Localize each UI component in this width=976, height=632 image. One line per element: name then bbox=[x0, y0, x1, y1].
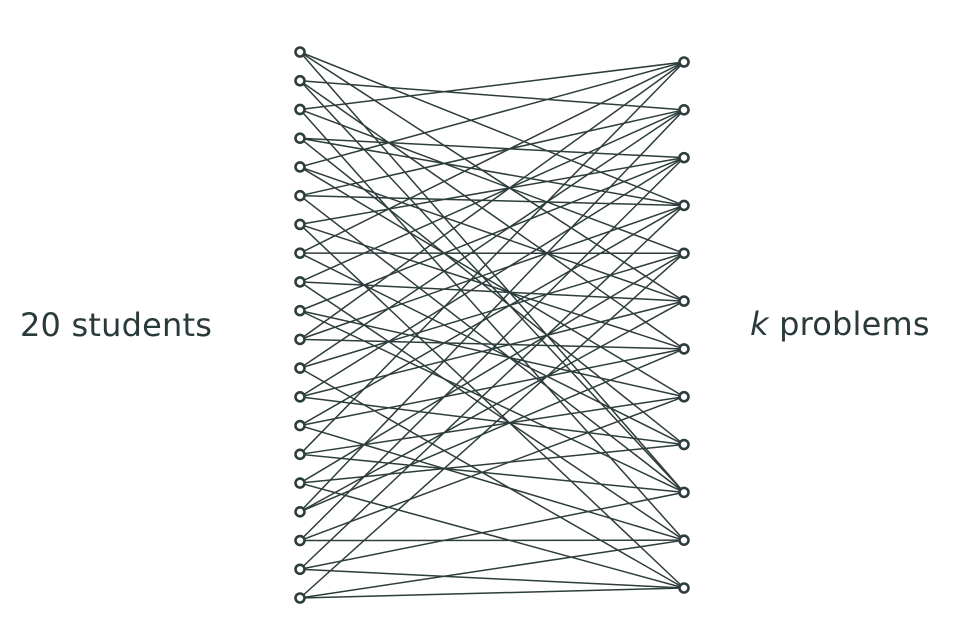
student-node bbox=[294, 391, 306, 403]
edge bbox=[299, 79, 685, 111]
problem-node bbox=[678, 295, 690, 307]
problem-node bbox=[678, 486, 690, 499]
student-node bbox=[294, 534, 306, 547]
edge bbox=[299, 482, 685, 589]
student-node bbox=[294, 592, 306, 604]
edge bbox=[299, 108, 685, 541]
student-node bbox=[294, 276, 306, 288]
student-node bbox=[294, 477, 306, 489]
edge bbox=[299, 156, 685, 398]
edge bbox=[299, 61, 685, 168]
edge bbox=[299, 166, 685, 398]
problem-node bbox=[678, 199, 690, 212]
edge bbox=[299, 539, 685, 599]
student-node bbox=[294, 189, 306, 202]
edge bbox=[299, 156, 685, 226]
edge bbox=[299, 348, 685, 513]
edge bbox=[299, 453, 685, 494]
edge bbox=[299, 223, 685, 350]
edge bbox=[299, 587, 685, 599]
edge bbox=[299, 137, 685, 159]
problems-count-variable: k bbox=[750, 305, 769, 343]
student-node bbox=[294, 362, 306, 374]
edge bbox=[299, 281, 685, 541]
student-node bbox=[294, 103, 306, 116]
edge bbox=[299, 157, 685, 542]
problem-node bbox=[678, 104, 690, 116]
student-node bbox=[294, 505, 306, 518]
student-nodes-group bbox=[294, 46, 306, 604]
student-node bbox=[294, 563, 306, 576]
edge bbox=[299, 51, 685, 207]
edge bbox=[299, 108, 685, 254]
problem-nodes-group bbox=[678, 56, 690, 594]
edge bbox=[299, 396, 685, 542]
edge bbox=[299, 61, 685, 111]
student-node bbox=[294, 132, 306, 145]
edge bbox=[299, 252, 685, 599]
student-node bbox=[294, 46, 306, 58]
problems-label: k problems bbox=[750, 305, 930, 343]
student-node bbox=[294, 161, 306, 173]
problem-node bbox=[678, 247, 690, 260]
student-node bbox=[294, 333, 306, 346]
problem-node bbox=[678, 582, 690, 594]
edge bbox=[299, 204, 685, 570]
edge bbox=[299, 309, 685, 398]
edge bbox=[299, 61, 685, 254]
edge bbox=[299, 61, 685, 340]
problem-node bbox=[678, 343, 690, 355]
edge bbox=[299, 109, 685, 513]
edge bbox=[299, 80, 685, 350]
edge bbox=[299, 338, 685, 350]
edge bbox=[299, 568, 685, 589]
student-node bbox=[294, 304, 306, 317]
edge bbox=[299, 204, 685, 341]
student-node bbox=[294, 74, 306, 87]
edge bbox=[299, 396, 685, 446]
edge bbox=[299, 300, 685, 513]
edge bbox=[299, 491, 685, 570]
problem-node bbox=[678, 534, 690, 546]
edge bbox=[299, 51, 685, 302]
edge bbox=[299, 156, 685, 312]
student-node bbox=[294, 448, 306, 461]
edges-group bbox=[299, 51, 685, 599]
student-node bbox=[294, 218, 306, 231]
problems-label-text: problems bbox=[768, 305, 930, 343]
edge bbox=[299, 109, 685, 369]
problem-node bbox=[678, 390, 690, 403]
student-node bbox=[294, 419, 306, 432]
problem-node bbox=[678, 151, 690, 164]
edge bbox=[299, 61, 685, 455]
student-node bbox=[294, 247, 306, 259]
students-label: 20 students bbox=[20, 306, 213, 344]
problem-node bbox=[678, 56, 690, 68]
edge bbox=[299, 109, 685, 283]
edge bbox=[299, 109, 685, 197]
problem-node bbox=[678, 438, 690, 451]
